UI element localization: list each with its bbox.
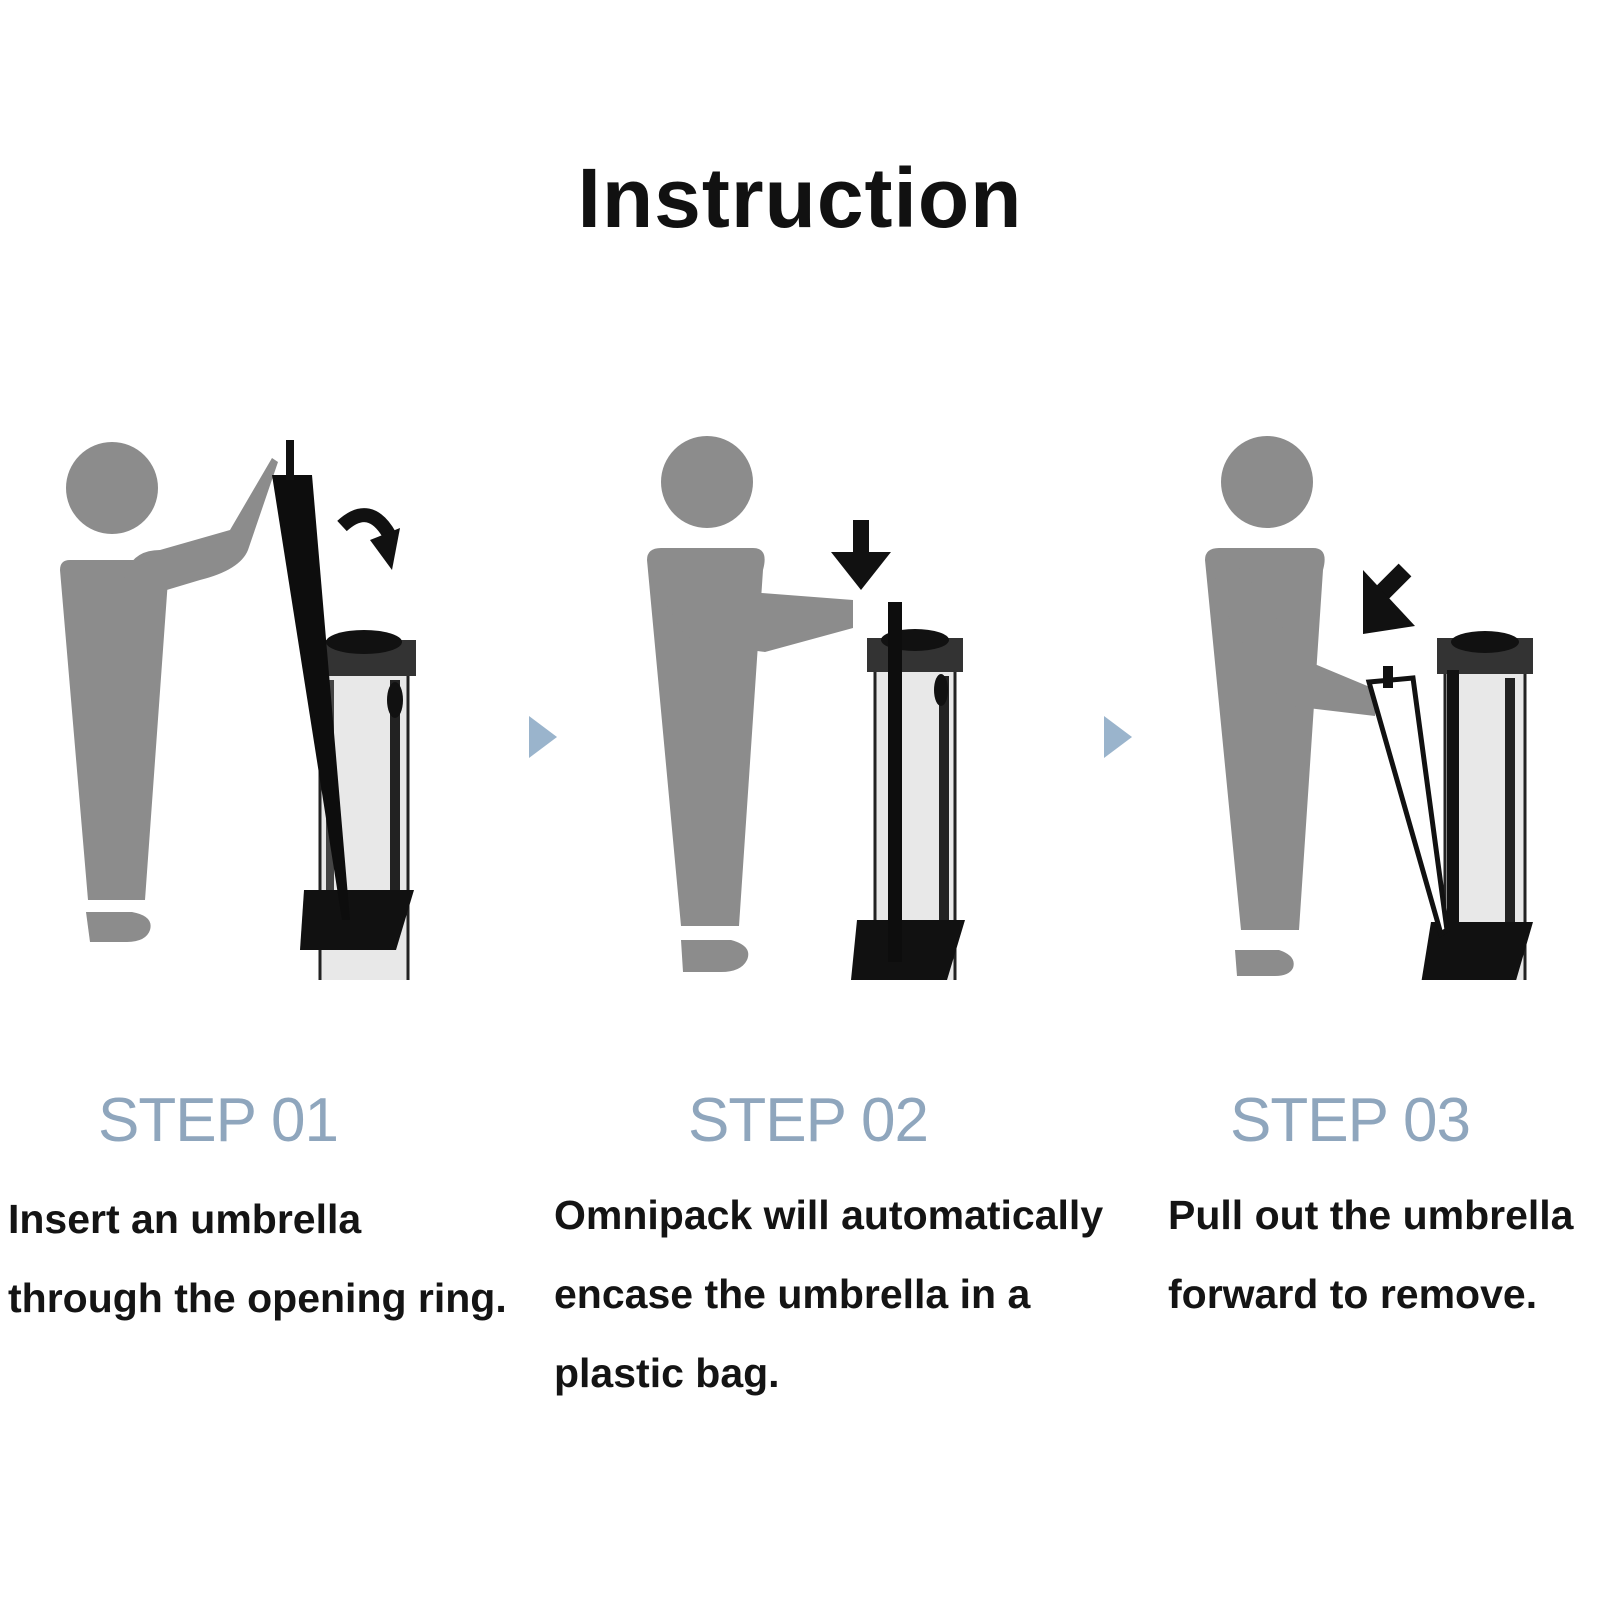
wrapped-umbrella <box>1365 666 1450 938</box>
page-title: Instruction <box>577 151 1023 245</box>
step-03-illustration <box>1205 436 1533 980</box>
next-triangle-icon <box>529 716 557 758</box>
step-02-description: Omnipack will automatically encase the u… <box>554 1192 1104 1396</box>
person-figure <box>60 442 278 942</box>
umbrella <box>888 602 902 962</box>
step-01-illustration <box>60 440 416 980</box>
next-triangle-icon <box>1104 716 1132 758</box>
step-03-description: Pull out the umbrella forward to remove. <box>1168 1192 1574 1317</box>
diagonal-arrow-icon <box>1363 563 1415 634</box>
step-03-label: STEP 03 <box>1230 1086 1471 1155</box>
step-01-description: Insert an umbrella through the opening r… <box>8 1196 507 1321</box>
step-02-illustration <box>647 436 965 980</box>
umbrella-wrapping-stand <box>851 629 965 980</box>
down-arrow-icon <box>831 520 891 590</box>
umbrella-wrapping-stand <box>300 630 416 980</box>
step-01-label: STEP 01 <box>98 1086 339 1155</box>
umbrella-wrapping-stand <box>1421 631 1533 980</box>
step-02-label: STEP 02 <box>688 1086 929 1155</box>
person-figure <box>647 436 853 972</box>
umbrella <box>272 440 350 920</box>
person-figure <box>1205 436 1377 976</box>
rotate-arrow-icon <box>337 508 400 570</box>
